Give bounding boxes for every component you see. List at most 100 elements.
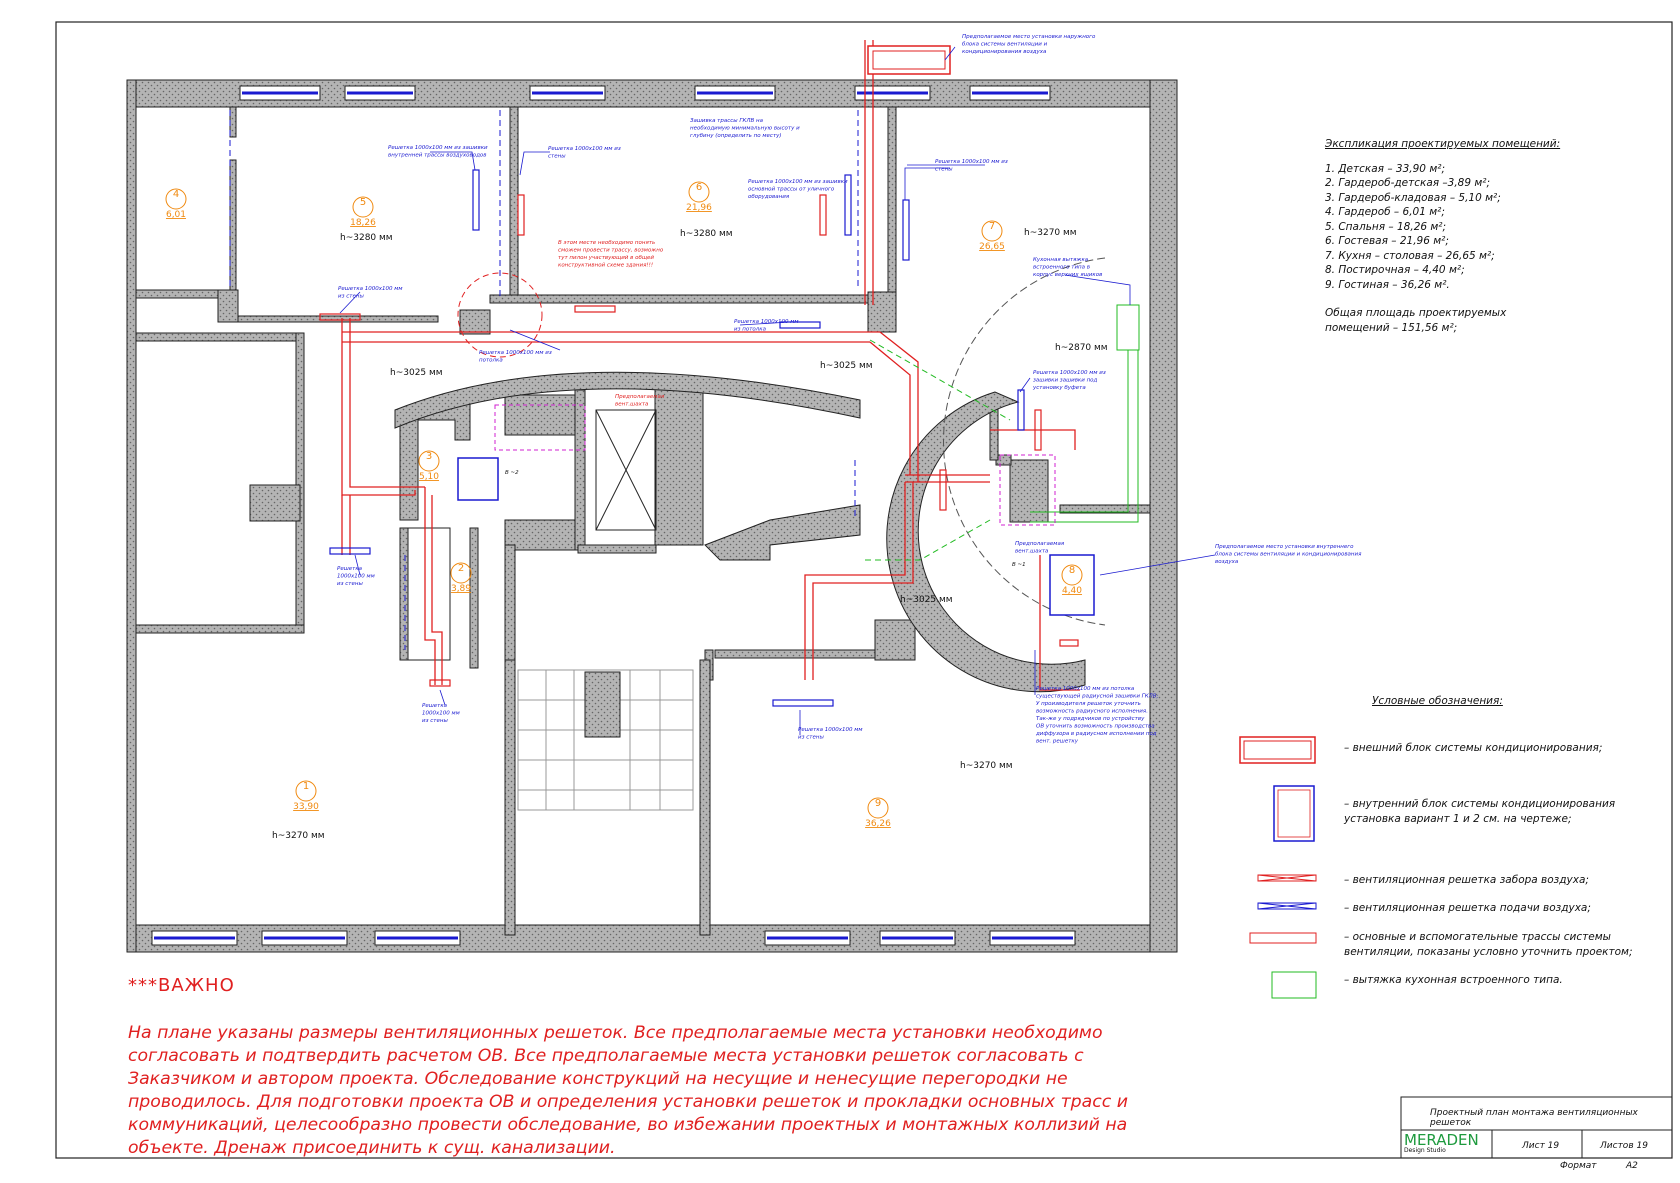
annotation: Решетка [422,703,448,709]
room-area: 33,90 [293,802,319,812]
sheet-count: Листов 19 [1600,1141,1648,1151]
annotation: блока системы вентиляции и кондициониров… [1215,552,1362,558]
blue-dashed-zones [229,110,859,650]
room-number: 9 [875,798,881,809]
annotation: Так-же у подрядчиков по устройству [1036,716,1145,722]
elevator-shaft [595,409,657,531]
annotation: внутренней трассы воздуховодов [388,153,487,159]
duct-routes [341,40,1080,691]
annotation: Решетка 1000х100 мм из потолка [1036,686,1135,692]
legend-intake-grille: – вентиляционная решетка забора воздуха; [1344,874,1589,886]
arc-wall-top [394,371,861,429]
radius-dashed-arc [943,257,1106,626]
annotation: Предполагаемое место установки внутренне… [1215,544,1354,550]
explication-item: 8. Постирочная – 4,40 м²; [1325,264,1465,276]
annotation: ОВ уточнить возможность производства [1036,724,1155,730]
explication-item: 1. Детская – 33,90 м²; [1325,162,1445,175]
vent-shaft-1 [494,404,586,451]
annotation: стены [935,167,953,173]
ceiling-height: h~3025 мм [390,368,443,378]
annotation: воздуха [1215,559,1239,565]
annotation: вент. решетку [1036,739,1079,745]
annotation: установку буфета [1032,385,1086,391]
annotation-labels: Решетка 1000х100 мм из зашивки внутренней… [337,34,1362,745]
explication-item: 3. Гардероб-кладовая – 5,10 м²; [1325,191,1501,204]
explication-item: 7. Кухня – столовая – 26,65 м²; [1325,249,1495,262]
legend-title: Условные обозначения: [1372,695,1503,707]
explication-heading: Экспликация проектируемых помещений: [1325,138,1561,150]
room-area: 26,65 [979,242,1005,252]
annotation: основной трассы от уличного [748,187,835,193]
room-number: 4 [173,189,179,200]
ceiling-height: h~3025 мм [820,361,873,371]
title-block [1400,1096,1673,1159]
explication-item: 9. Гостиная – 36,26 м². [1325,278,1450,291]
annotation: из потолка [734,327,767,333]
room-number: 5 [360,197,366,208]
ceiling-height: h~3270 мм [272,831,325,841]
stair-core [584,671,621,738]
ceiling-height: h~3270 мм [1024,228,1077,238]
annotation: из стены [422,718,448,724]
room-number: 6 [696,182,702,193]
important-title: ***ВАЖНО [128,975,235,996]
windows-top [239,85,1051,101]
room-labels: 133,9023,8935,1046,01518,26621,96726,658… [166,182,1082,829]
annotation: вент.шахта [615,402,649,408]
room-area: 18,26 [350,218,376,228]
room-area: 5,10 [419,472,439,482]
annotation: У производителя решеток уточнить [1036,701,1141,707]
room-number: 1 [303,781,309,792]
annotation: 1000х100 мм [422,711,460,717]
room-markers [165,181,1083,819]
ceiling-height: h~3025 мм [900,595,953,605]
annotation: диффузора в радиусном исполнении под [1035,731,1157,737]
annotation: В ~1 [1012,562,1026,568]
annotation: 1000х100 мм [337,574,375,580]
annotation: кондиционирования воздуха [962,49,1047,55]
annotation: Решетка [337,566,363,572]
annotation: глубину (определить по месту) [690,133,782,139]
explication-item: 5. Спальня – 18,26 м²; [1325,220,1447,233]
legend-duct-routes: – основные и вспомогательные трассы сист… [1344,931,1633,958]
room-number: 8 [1069,565,1075,576]
annotation: потолка [479,358,503,364]
annotation: Решетка 1000х100 мм из зашивки [748,179,848,185]
annotation: Зашивка трассы ГКЛВ на [690,118,764,124]
room-area: 36,26 [865,819,891,829]
annotation: В этом месте необходимо понять [558,240,655,246]
explication-item: 6. Гостевая – 21,96 м²; [1325,235,1449,247]
annotation: Решетка 1000х100 мм [338,286,403,292]
staircase [517,669,694,811]
outer-walls [126,79,1178,953]
room-area: 3,89 [451,584,471,594]
annotation: Решетка 1000х100 мм из зашивки [388,145,488,151]
explication-total: Общая площадь проектируемых помещений – … [1325,307,1507,334]
leader-lines [339,46,1216,735]
annotation: вент.шахта [1015,549,1049,555]
annotation: Предполагаемая [1015,541,1065,547]
annotation: зашивки зашивки под [1033,378,1098,384]
supply-grilles [329,169,1025,707]
annotation: тут пилон участвующий в общей [558,255,654,261]
annotation: Решетка 1000х100 мм из [935,159,1008,165]
hood-route [1030,304,1140,523]
arc-wall-right [886,391,1086,693]
annotation: существующей радиусной зашивки ГКЛВ; [1036,694,1159,700]
ceiling-height: h~3270 мм [960,761,1013,771]
ceiling-height: h~3280 мм [680,229,733,239]
annotation: Решетка 1000х100 мм из [1033,370,1106,376]
annotation: возможность радиусного исполнения. [1036,709,1148,715]
annotation: стены [548,154,566,160]
annotation: Предполагаемое место установки наружного [962,34,1096,40]
room-area: 21,96 [686,203,712,213]
sheet-frame [55,21,1673,1159]
annotation: из стены [337,581,363,587]
room-number: 7 [989,221,995,232]
logo-sub: Design Studio [1404,1147,1446,1154]
room-number: 2 [458,563,464,574]
legend-symbols [1239,736,1317,999]
annotation: необходимую минимальную высоту и [690,126,800,132]
